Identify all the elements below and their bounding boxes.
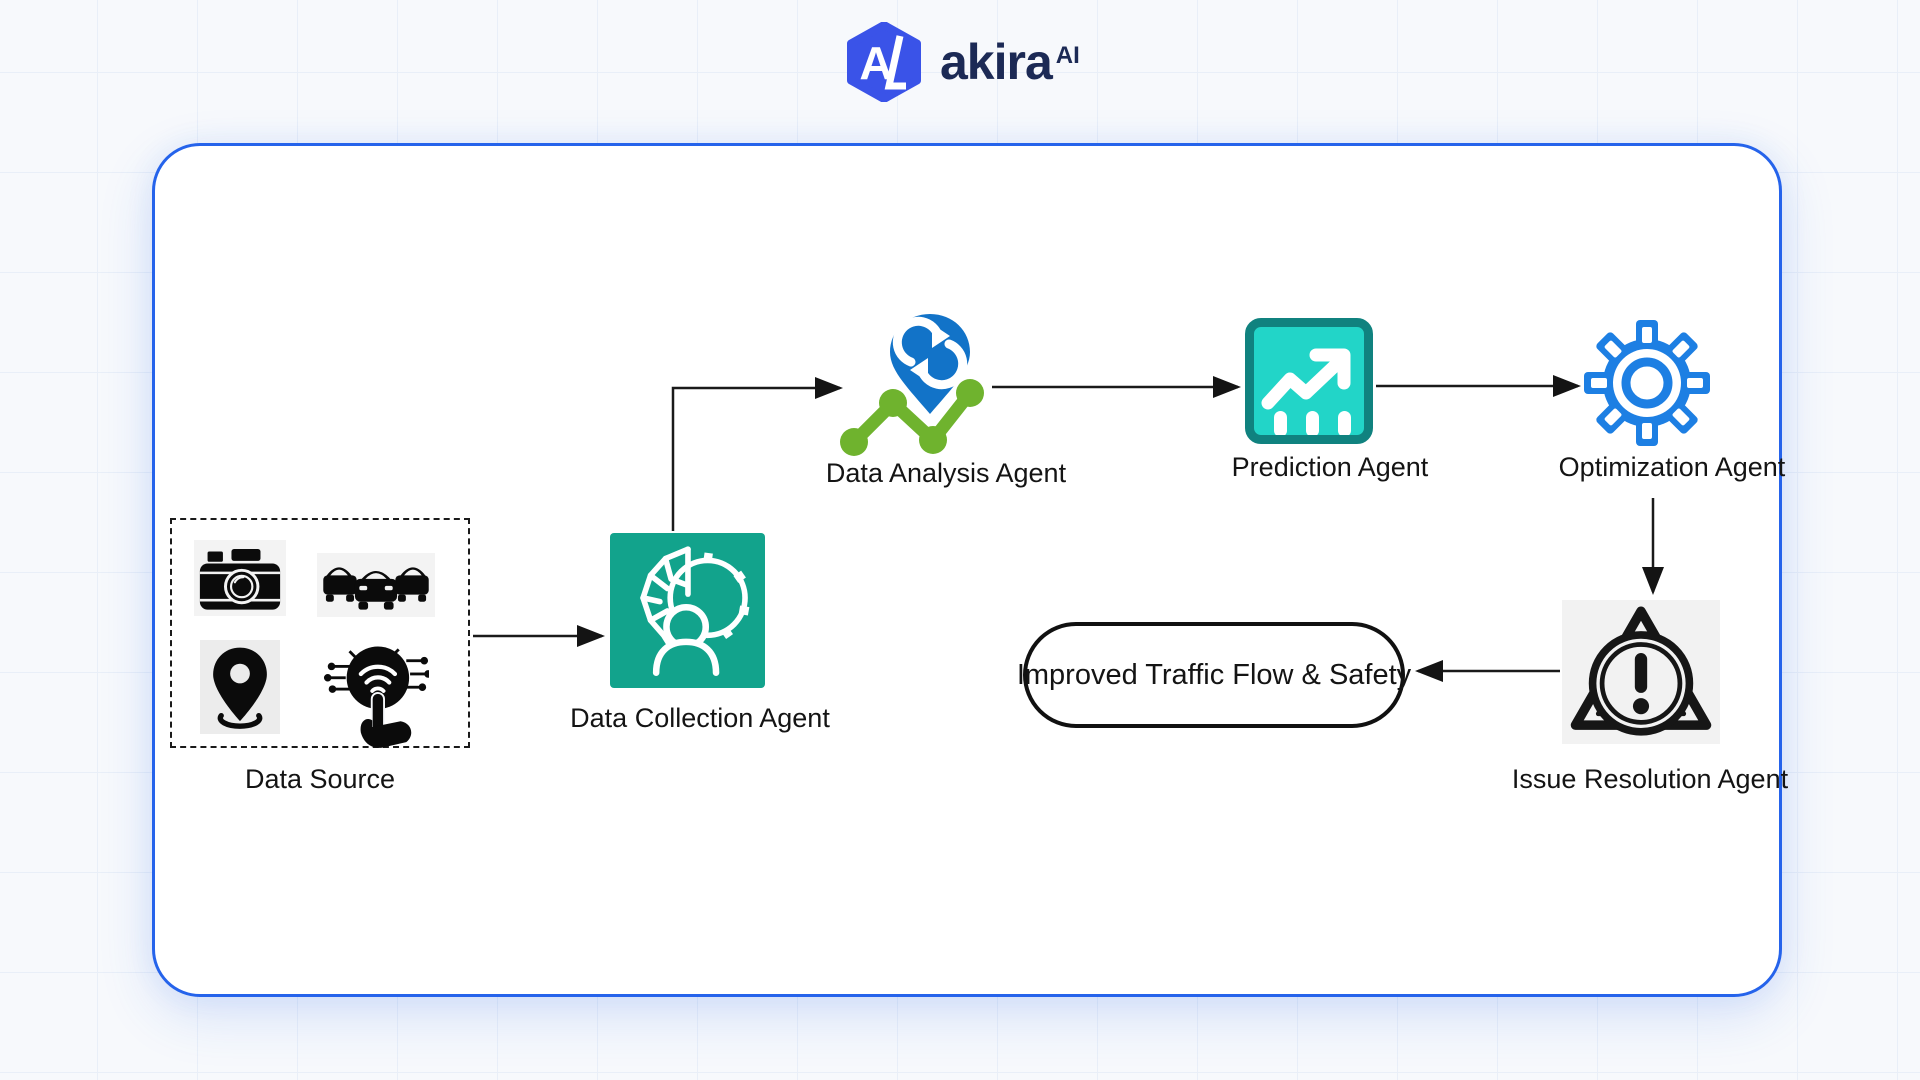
gear-outline-icon xyxy=(1584,320,1710,446)
data-collection-agent-node xyxy=(610,533,765,688)
issue-resolution-agent-label: Issue Resolution Agent xyxy=(1511,764,1789,794)
akira-hexagon-logo-icon: A xyxy=(847,22,921,102)
prediction-agent-label: Prediction Agent xyxy=(1231,452,1429,482)
data-analysis-agent-node xyxy=(838,310,1030,458)
data-source-label: Data Source xyxy=(244,764,396,794)
prediction-agent-node xyxy=(1245,318,1373,444)
traffic-cars-icon xyxy=(317,553,435,617)
map-pin-sync-linechart-icon xyxy=(840,314,984,456)
brand-superscript: AI xyxy=(1055,42,1080,69)
brand-text: akira xyxy=(940,34,1053,90)
optimization-agent-label: Optimization Agent xyxy=(1558,452,1786,482)
optimization-agent-node xyxy=(1582,318,1712,448)
warning-triangle-icon xyxy=(1570,606,1712,736)
data-collection-agent-label: Data Collection Agent xyxy=(570,703,830,733)
camera-icon xyxy=(194,540,286,616)
issue-resolution-agent-node xyxy=(1562,600,1720,744)
location-pin-icon xyxy=(200,640,280,734)
data-analysis-agent-label: Data Analysis Agent xyxy=(825,458,1067,488)
outcome-node: Improved Traffic Flow & Safety xyxy=(1017,622,1411,728)
data-source-group xyxy=(170,518,470,748)
brain-gear-person-icon xyxy=(640,546,750,676)
trend-up-chart-icon xyxy=(1261,348,1351,437)
outcome-label: Improved Traffic Flow & Safety xyxy=(1016,658,1412,691)
touch-sensor-icon xyxy=(320,632,432,750)
